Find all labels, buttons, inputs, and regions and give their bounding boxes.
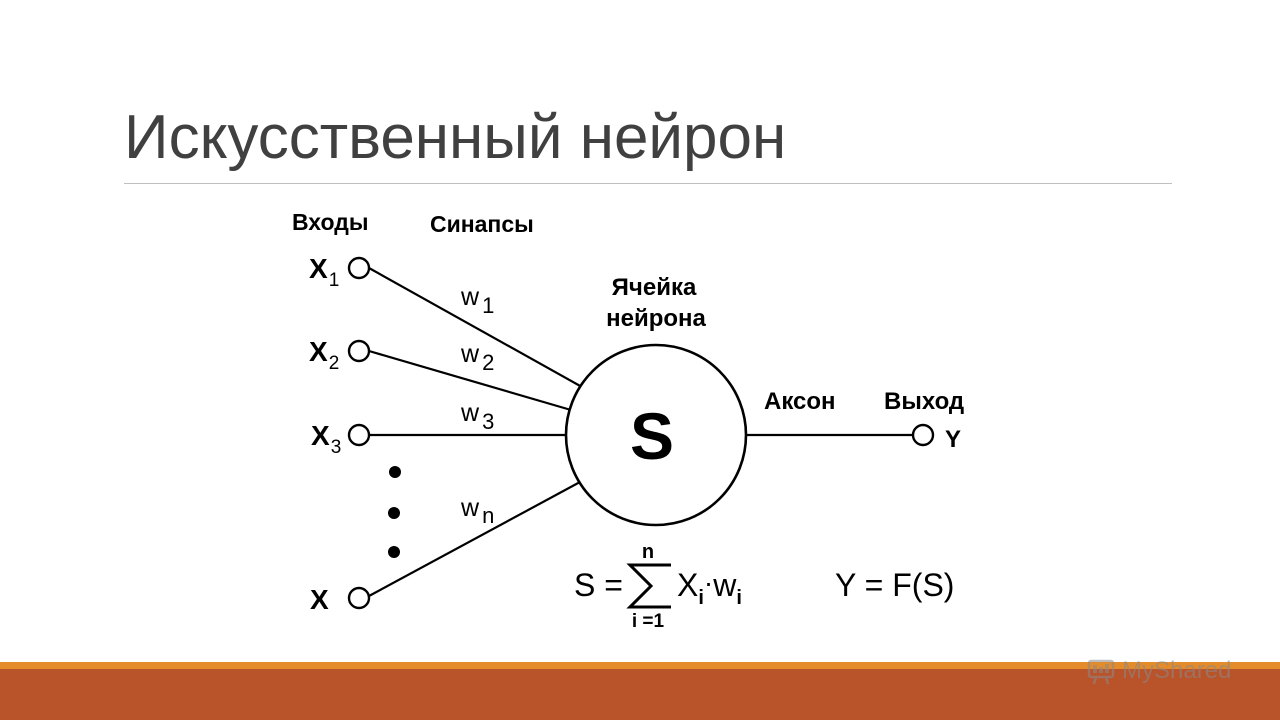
- ellipsis-dot: [388, 507, 400, 519]
- ellipsis-dots: [388, 466, 401, 558]
- cell-header-line1: Ячейка: [612, 274, 697, 301]
- footer-accent-line: [0, 662, 1280, 669]
- input-label-1: X1: [309, 253, 339, 291]
- summation-formula: S = n i =1 Xi·wi: [574, 541, 742, 632]
- input-label-n: X: [310, 584, 329, 615]
- slide-title: Искусственный нейрон: [124, 103, 787, 172]
- watermark-text: MyShared: [1122, 657, 1232, 684]
- synapses-header: Синапсы: [430, 211, 534, 237]
- formula-lhs: S =: [574, 567, 623, 603]
- output-label: Y: [945, 426, 961, 453]
- input-terminal-n: [347, 586, 371, 610]
- output-terminal: [911, 423, 935, 447]
- cell-header-line2: нейрона: [606, 305, 706, 332]
- formula-lower-limit: i =1: [632, 611, 665, 632]
- watermark-logo-icon: [1087, 659, 1115, 685]
- neuron-body: [564, 343, 748, 527]
- input-terminal-2: [347, 339, 371, 363]
- synapse-lines: [368, 267, 913, 597]
- input-terminal-1: [347, 256, 371, 280]
- synapse-line-2: [368, 349, 572, 412]
- ellipsis-dot: [388, 546, 400, 558]
- input-terminal-3: [347, 423, 371, 447]
- output-formula: Y = F(S): [835, 567, 954, 603]
- ellipsis-dot: [389, 466, 401, 478]
- title-divider: [124, 183, 1172, 184]
- synapse-line-1: [368, 267, 583, 388]
- inputs-header: Входы: [292, 209, 369, 235]
- input-label-2: X2: [309, 336, 339, 374]
- axon-label: Аксон: [764, 388, 836, 415]
- input-label-3: X3: [311, 420, 341, 458]
- footer-band: [0, 669, 1280, 720]
- watermark: MyShared: [1086, 656, 1231, 686]
- neuron-symbol: S: [630, 399, 674, 473]
- output-header: Выход: [884, 388, 964, 415]
- formula-term: Xi·wi: [677, 567, 742, 609]
- neuron-diagram: Входы Синапсы Ячейка нейрона Аксон Выход: [292, 209, 964, 632]
- input-terminals: [347, 256, 935, 610]
- sigma-symbol: [626, 563, 671, 609]
- synapse-line-n: [368, 481, 581, 597]
- formula-upper-limit: n: [642, 541, 654, 563]
